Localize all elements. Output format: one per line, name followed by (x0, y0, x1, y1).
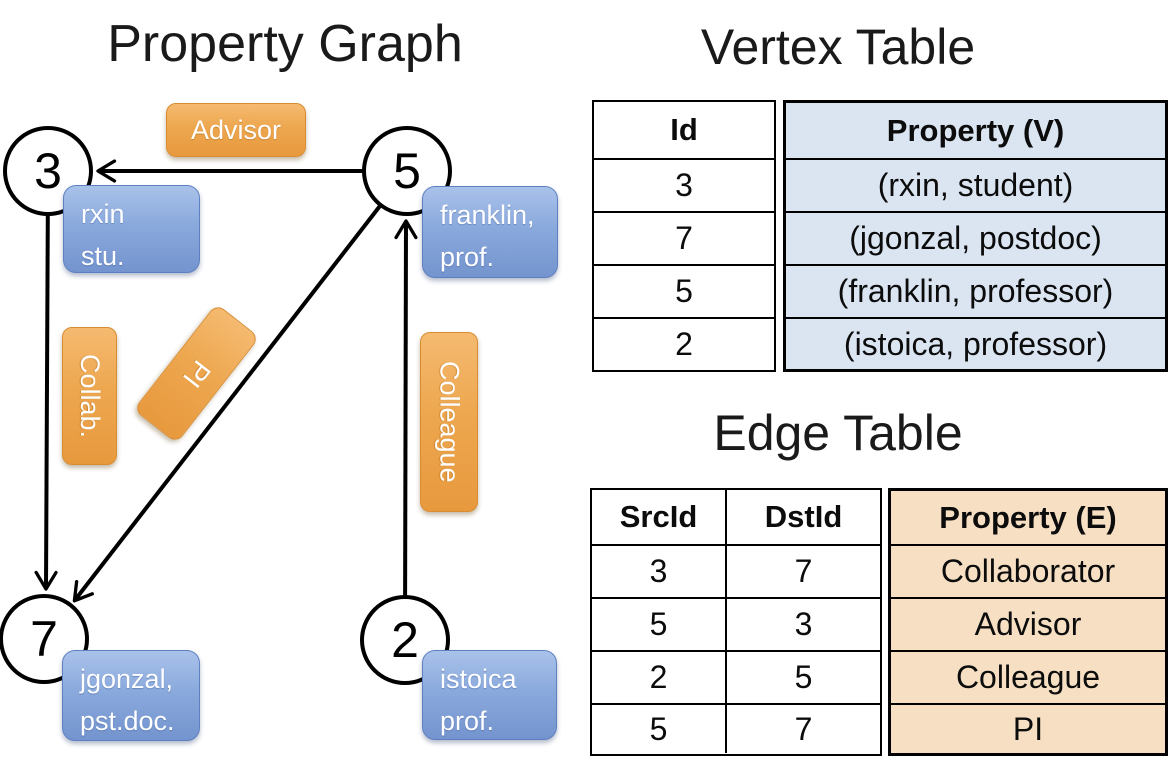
edge-cell-dst: 7 (725, 544, 880, 597)
edge-table-title: Edge Table (713, 405, 963, 461)
edge-cell-dst: 5 (725, 650, 880, 703)
vertex-label-line1: istoica (440, 664, 517, 694)
vertex-cell-id: 5 (594, 264, 774, 317)
vertex-table-property-column: Property (V) (rxin, student) (jgonzal, p… (783, 100, 1168, 372)
edge-table-id-columns: SrcId DstId 3 7 5 3 2 5 5 7 (590, 488, 882, 756)
vertex-col-header-property: Property (V) (886, 112, 1065, 148)
vertex-label-line2: pst.doc. (80, 705, 175, 736)
vertex-label-line1: franklin, (440, 200, 535, 230)
vertex-cell-property: (rxin, student) (786, 158, 1165, 211)
vertex-cell-id: 3 (594, 158, 774, 211)
edge-cell-src: 5 (592, 703, 725, 753)
vertex-cell-id: 7 (594, 211, 774, 264)
edge-cell-property: Collaborator (891, 544, 1165, 597)
vertex-label-line2: prof. (440, 241, 495, 272)
edge-label-advisor: Advisor (166, 103, 306, 157)
edge-cell-src: 2 (592, 650, 725, 703)
vertex-label-line2: stu. (81, 240, 125, 271)
edge-table-property-column: Property (E) Collaborator Advisor Collea… (888, 488, 1168, 756)
vertex-label-jgonzal: jgonzal, pst.doc. (62, 650, 200, 741)
edge-cell-dst: 3 (725, 597, 880, 650)
vertex-cell-property: (franklin, professor) (786, 264, 1165, 317)
node-circle-5: 5 (362, 126, 452, 216)
edge-colleague-2-to-5 (394, 219, 418, 637)
edge-label-collab: Collab. (62, 327, 117, 465)
node-id: 7 (30, 611, 58, 667)
edge-pi-5-to-7 (72, 169, 409, 603)
vertex-table-title: Vertex Table (700, 19, 976, 75)
vertex-col-header-id: Id (670, 112, 698, 147)
edge-cell-property: Colleague (891, 650, 1165, 703)
vertex-cell-id: 2 (594, 317, 774, 369)
graph-edges-canvas (34, 159, 418, 637)
vertex-label-rxin: rxin stu. (63, 185, 200, 273)
node-id: 2 (391, 612, 419, 668)
edge-collab-3-to-7 (34, 174, 58, 591)
edge-label-colleague: Colleague (420, 332, 478, 512)
edge-cell-src: 3 (592, 544, 725, 597)
edge-cell-dst: 7 (725, 703, 880, 753)
edge-col-header-property: Property (E) (939, 499, 1117, 535)
node-id: 3 (34, 143, 62, 199)
edge-col-header-src: SrcId (619, 499, 698, 534)
vertex-label-line2: prof. (440, 705, 495, 736)
vertex-label-istoica: istoica prof. (422, 650, 557, 740)
vertex-label-franklin: franklin, prof. (422, 186, 558, 278)
edge-cell-property: Advisor (891, 597, 1165, 650)
edge-cell-property: PI (891, 703, 1165, 753)
vertex-table-id-column: Id 3 7 5 2 (592, 100, 776, 372)
edge-col-header-dst: DstId (725, 490, 880, 544)
node-id: 5 (393, 143, 421, 199)
vertex-label-line1: jgonzal, (80, 664, 174, 694)
vertex-label-line1: rxin (81, 199, 125, 229)
vertex-cell-property: (istoica, professor) (786, 317, 1165, 369)
node-circle-2: 2 (360, 595, 450, 685)
edge-cell-src: 5 (592, 597, 725, 650)
vertex-cell-property: (jgonzal, postdoc) (786, 211, 1165, 264)
property-graph-title: Property Graph (107, 15, 463, 73)
